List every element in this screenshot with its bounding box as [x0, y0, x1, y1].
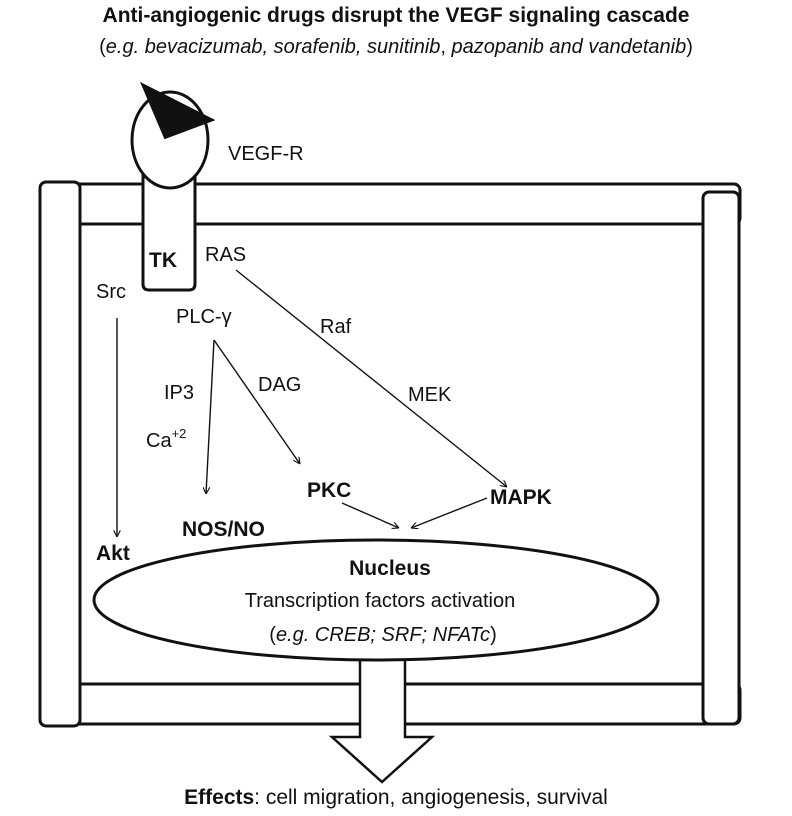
- arrow-plc-to-nos: [206, 339, 215, 494]
- vegf-ligand-triangle-icon: [140, 81, 216, 140]
- nucleus-title: Nucleus: [349, 557, 431, 580]
- cell-right-membrane: [701, 190, 741, 726]
- diagram-title: Anti-angiogenic drugs disrupt the VEGF s…: [102, 4, 690, 27]
- raf-label: Raf: [320, 316, 352, 338]
- effects-output-arrow-icon: [328, 653, 436, 784]
- effects-caption: Effects: cell migration, angiogenesis, s…: [184, 786, 608, 809]
- ras-label: RAS: [205, 244, 246, 266]
- src-label: Src: [96, 281, 126, 303]
- transcription-factors-text: Transcription factors activation: [245, 590, 515, 612]
- vegf-receptor-label: VEGF-R: [228, 143, 304, 165]
- arrow-pkc-to-nucleus: [341, 502, 399, 528]
- plc-gamma-label: PLC-γ: [176, 306, 232, 328]
- receptor-stalk: [141, 165, 197, 292]
- ip3-label: IP3: [164, 382, 194, 404]
- calcium-label: Ca+2: [146, 426, 186, 452]
- nucleus-ellipse: [92, 538, 660, 662]
- drug-examples-subtitle: (e.g. bevacizumab, sorafenib, sunitinib,…: [99, 36, 693, 58]
- arrow-ras-to-mapk: [235, 269, 507, 487]
- mek-label: MEK: [408, 384, 452, 406]
- pkc-label: PKC: [307, 479, 351, 502]
- transcription-factor-examples: (e.g. CREB; SRF; NFATc): [269, 624, 496, 646]
- mapk-label: MAPK: [490, 486, 552, 509]
- nos-no-label: NOS/NO: [182, 518, 265, 541]
- arrow-plc-to-pkc: [213, 339, 300, 464]
- dag-label: DAG: [258, 374, 301, 396]
- tyrosine-kinase-label: TK: [149, 249, 177, 272]
- arrow-mapk-to-nucleus: [411, 497, 488, 528]
- akt-label: Akt: [96, 542, 130, 565]
- cell-left-membrane: [38, 180, 82, 728]
